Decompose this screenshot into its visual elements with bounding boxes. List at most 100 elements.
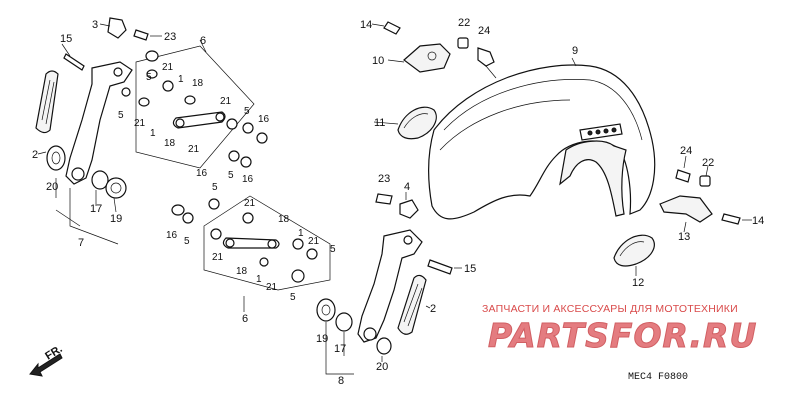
washer-19-left xyxy=(105,177,127,199)
callout-5: 5 xyxy=(330,244,336,255)
callout-2: 2 xyxy=(32,149,38,161)
nut-upper-c xyxy=(226,118,238,130)
callout-1: 1 xyxy=(150,128,156,139)
callout-18: 18 xyxy=(192,78,204,89)
watermark-logo: PARTSFOR.RU xyxy=(487,316,758,356)
callout-21: 21 xyxy=(220,96,232,107)
bracket-pivot xyxy=(71,167,85,181)
callout-2: 2 xyxy=(430,303,436,315)
nut-left xyxy=(121,87,131,97)
callout-12: 12 xyxy=(632,277,644,289)
clip-3 xyxy=(107,17,127,39)
bolt-14-top xyxy=(383,21,401,35)
spacer-upper-b xyxy=(138,97,150,107)
callout-3: 3 xyxy=(92,19,98,31)
spacer-lower-c xyxy=(259,257,269,267)
callout-16: 16 xyxy=(196,168,208,179)
callout-6: 6 xyxy=(242,313,248,325)
callout-5: 5 xyxy=(212,182,218,193)
nut-upper-d xyxy=(242,122,254,134)
callout-21: 21 xyxy=(162,62,174,73)
right-step-assembly xyxy=(316,229,462,375)
upper-link-rod xyxy=(172,111,226,129)
callout-22: 22 xyxy=(458,17,470,29)
callout-15: 15 xyxy=(60,33,72,45)
bolt-14-right xyxy=(721,213,741,225)
callout-15: 15 xyxy=(464,263,476,275)
callout-5: 5 xyxy=(290,292,296,303)
bolt-24-right xyxy=(675,169,691,183)
callout-17: 17 xyxy=(334,343,346,355)
link-set-lower xyxy=(171,195,331,312)
callout-18: 18 xyxy=(164,138,176,149)
direction-label: FR. xyxy=(43,343,64,363)
callout-1: 1 xyxy=(178,74,184,85)
front-direction-arrow xyxy=(29,353,63,377)
nut-upper-e xyxy=(256,132,268,144)
washer-19-right xyxy=(316,298,336,322)
nut-upper-f xyxy=(228,150,240,162)
callout-14: 14 xyxy=(360,19,372,31)
nut-22-right xyxy=(699,175,711,187)
collar-17-right xyxy=(335,312,353,332)
callout-20: 20 xyxy=(46,181,58,193)
link-set-upper xyxy=(135,39,268,169)
callout-21: 21 xyxy=(266,282,278,293)
clip-4 xyxy=(399,199,419,219)
nut-22-top xyxy=(457,37,469,49)
bolt-24-top xyxy=(477,47,495,67)
washer-20-right xyxy=(376,337,392,355)
callout-11: 11 xyxy=(374,117,385,129)
callout-23: 23 xyxy=(164,31,176,43)
nut-upper-a xyxy=(145,50,159,62)
spacer-lower-b xyxy=(210,228,222,240)
callout-10: 10 xyxy=(372,55,384,67)
callout-9: 9 xyxy=(572,45,578,57)
callout-labels: 3 23 15 6 5 21 1 18 5 21 5 16 18 21 21 1… xyxy=(32,17,764,387)
spacer-lower-a xyxy=(208,198,220,210)
lower-link-rod xyxy=(222,237,280,249)
callout-24: 24 xyxy=(478,25,490,37)
spacer-upper-a xyxy=(146,69,158,79)
callout-5: 5 xyxy=(184,236,190,247)
callout-13: 13 xyxy=(678,231,690,243)
bracket-hole xyxy=(113,67,123,77)
callout-18: 18 xyxy=(278,214,290,225)
nut-upper-g xyxy=(240,156,252,168)
fender-bracket-13 xyxy=(659,195,713,223)
front-fender-assembly xyxy=(371,21,752,276)
callout-21: 21 xyxy=(244,198,256,209)
callout-23: 23 xyxy=(378,173,390,185)
bushing-upper xyxy=(184,95,196,105)
reflector-12 xyxy=(613,234,655,267)
callout-21: 21 xyxy=(212,252,224,263)
collar-17-left xyxy=(91,170,109,190)
reflector-11 xyxy=(397,106,437,140)
callout-21: 21 xyxy=(134,118,146,129)
callout-16: 16 xyxy=(242,174,254,185)
callout-17: 17 xyxy=(90,203,102,215)
bushing-lower xyxy=(292,238,304,250)
callout-19: 19 xyxy=(316,333,328,345)
callout-16: 16 xyxy=(258,114,270,125)
washer-20-left xyxy=(46,145,66,171)
callout-20: 20 xyxy=(376,361,388,373)
callout-18: 18 xyxy=(236,266,248,277)
bolt-23-top xyxy=(133,29,149,41)
callout-19: 19 xyxy=(110,213,122,225)
right-step-bracket xyxy=(357,229,423,343)
callout-5: 5 xyxy=(146,72,152,83)
callout-14: 14 xyxy=(752,215,764,227)
nut-lower-d xyxy=(306,248,318,260)
callout-5: 5 xyxy=(118,110,124,121)
diagram-code: MEC4 F0800 xyxy=(628,372,689,383)
callout-5: 5 xyxy=(228,170,234,181)
nut-lower-c xyxy=(242,212,254,224)
nut-lower-a xyxy=(171,204,185,216)
callout-21: 21 xyxy=(308,236,320,247)
callout-7: 7 xyxy=(78,237,84,249)
nut-lower-e xyxy=(291,269,305,283)
fender-slots xyxy=(579,123,623,141)
